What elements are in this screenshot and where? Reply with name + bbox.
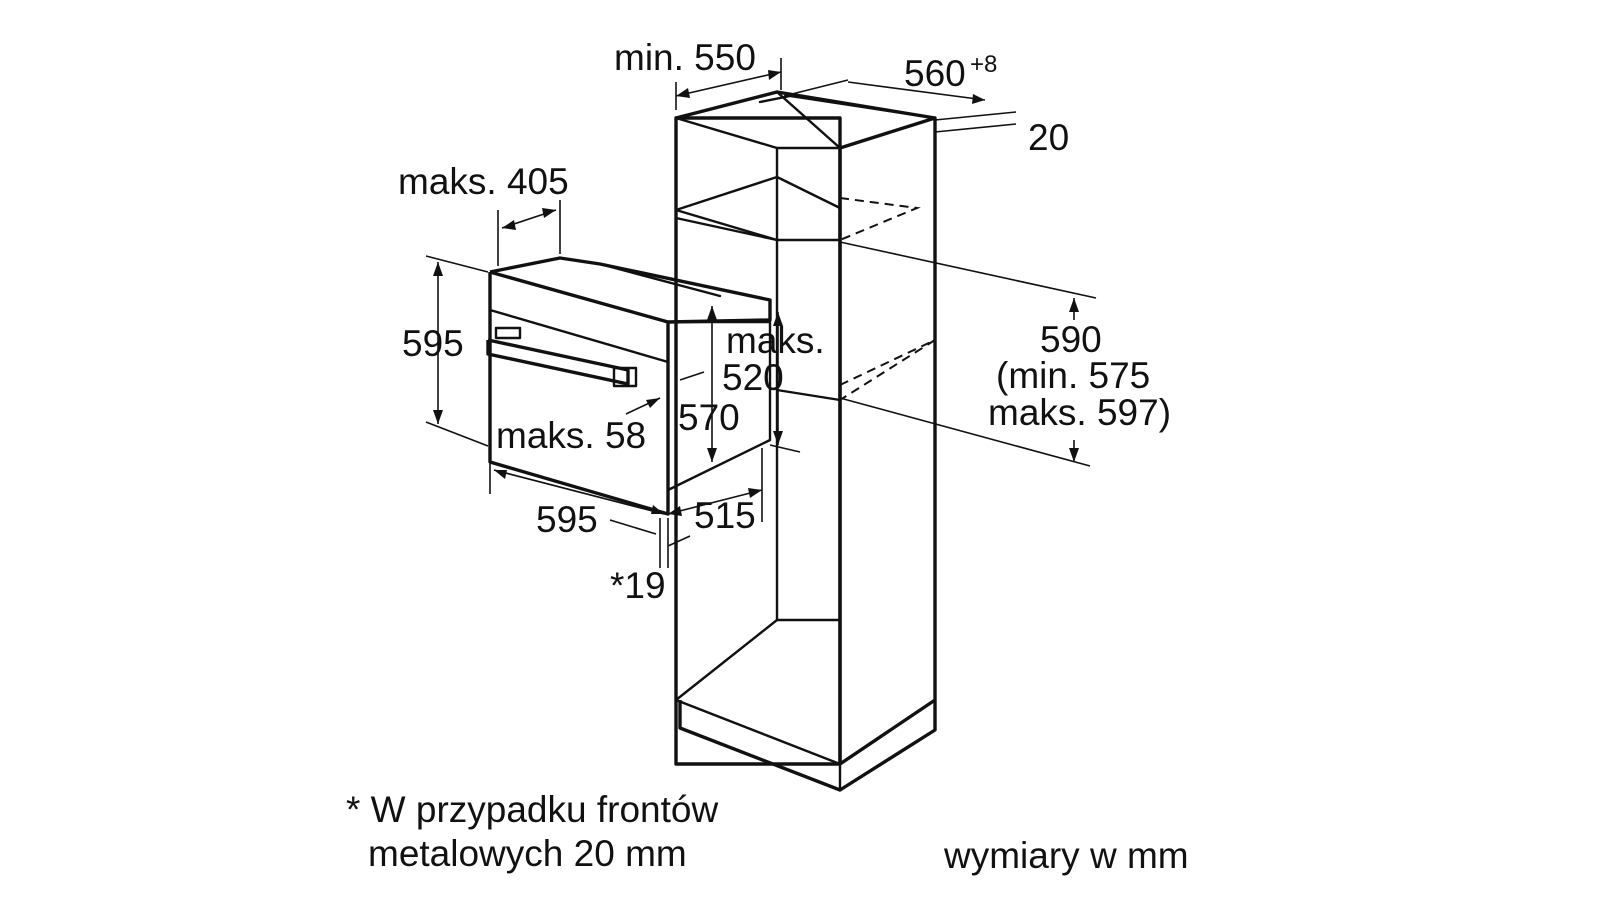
label-oven-top-depth-max: maks. 405 [398, 161, 569, 202]
label-rear-gap: 20 [1028, 117, 1069, 158]
dim-560-ext-left [783, 79, 849, 97]
label-oven-height: 595 [402, 323, 464, 364]
arrow-595h-top [433, 262, 443, 276]
arrow-405-right [542, 208, 556, 218]
oven-door-handle [486, 338, 630, 386]
cabinet-top-inner-edge [775, 90, 842, 150]
cabinet-oven-shelf [775, 388, 842, 402]
label-niche-width-tolerance: +8 [970, 51, 997, 78]
arrow-595h-bottom [433, 410, 443, 424]
dim-595w-line [493, 469, 665, 515]
cabinet-top-edges [675, 90, 936, 120]
label-front-thickness: *19 [610, 565, 666, 606]
label-opening-value: 520 [722, 357, 784, 398]
footnote-line-2: metalowych 20 mm [368, 833, 687, 874]
units-note: wymiary w mm [943, 835, 1189, 876]
label-niche-height: 590 [1040, 319, 1102, 360]
label-oven-depth: 515 [694, 495, 756, 536]
oven-front-face [488, 270, 670, 516]
dim-595w-pointer [609, 519, 657, 535]
label-niche-height-max: maks. 597) [988, 392, 1171, 433]
label-oven-width: 595 [536, 499, 598, 540]
cabinet-inner-back [674, 116, 779, 702]
dim-515-line [667, 489, 763, 515]
dim-595h-ext-top [425, 255, 489, 273]
dim-595h-ext-bottom [425, 421, 489, 447]
oven-top [489, 256, 772, 324]
oven-side-body [666, 320, 772, 492]
arrow-570-bottom [707, 448, 717, 462]
dimension-lines [425, 58, 1097, 568]
cabinet-top-lip [758, 94, 937, 120]
dim-560-line [847, 81, 986, 101]
label-opening-max: maks. [726, 320, 825, 361]
arrow-595w-right [651, 505, 664, 514]
arrowheads [433, 70, 1079, 516]
dim-590-ext-bottom [839, 397, 1091, 467]
arrow-405-left [502, 220, 516, 230]
arrow-595w-left [494, 470, 507, 479]
dim-520-ext [769, 444, 801, 453]
oven-handle-mount-left [494, 326, 522, 340]
hidden-shelf-upper [839, 197, 921, 241]
label-niche-width: 560 [904, 53, 966, 94]
arrow-590-bottom [1069, 448, 1079, 462]
footnote-line-1: * W przypadku frontów [346, 789, 718, 830]
arrow-560-right [972, 94, 985, 104]
dimension-labels: min. 550 560 +8 20 maks. 405 595 maks. 5… [398, 37, 1171, 606]
dim-515-pointer [667, 535, 691, 547]
notes: * W przypadku frontów metalowych 20 mm w… [346, 789, 1189, 876]
oven-top-ridge [598, 262, 722, 298]
cabinet-front-frame [674, 116, 842, 766]
label-oven-inner-height: 570 [678, 397, 740, 438]
cabinet-upper-shelf [674, 175, 842, 242]
hidden-shelf-lower [839, 339, 936, 401]
arrow-515-left [668, 506, 682, 516]
dim-550-line [675, 71, 782, 97]
oven-handle-mount-right [612, 366, 638, 388]
arrow-570-top [707, 306, 717, 320]
dim-570-pointer [679, 371, 705, 381]
arrow-590-top [1069, 298, 1079, 312]
cabinet-side-panel [838, 116, 937, 766]
oven-drawing [486, 256, 772, 516]
arrow-520-top [773, 312, 783, 326]
label-niche-depth-min: min. 550 [614, 37, 756, 78]
cabinet-drawing [674, 90, 937, 792]
arrow-520-bottom [773, 431, 783, 445]
cabinet-plinth [678, 700, 937, 792]
arrow-550-right [768, 70, 781, 80]
label-niche-height-min: (min. 575 [996, 355, 1150, 396]
cabinet-floor-edge [674, 698, 842, 766]
oven-control-panel [488, 308, 670, 364]
dim-590-ext-top [839, 241, 1097, 299]
arrow-550-left [676, 88, 690, 98]
cabinet-upper-shelf-edge [674, 216, 779, 242]
dim-20-line-bottom [934, 123, 1017, 133]
arrow-58 [646, 398, 660, 408]
arrow-515-right [748, 488, 762, 498]
dim-20-line-top [934, 111, 1017, 121]
label-door-depth-max: maks. 58 [496, 415, 646, 456]
